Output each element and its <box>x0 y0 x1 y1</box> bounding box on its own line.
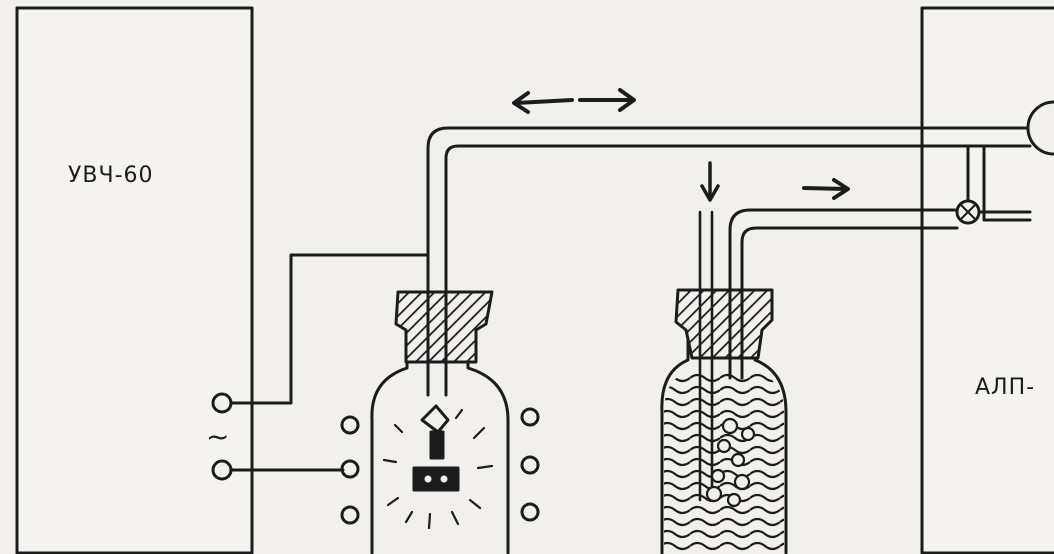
generator-box <box>15 6 254 554</box>
sample-stem <box>429 430 445 460</box>
valve-branch <box>966 144 1032 222</box>
right-bottle <box>660 332 788 554</box>
down-arrow-icon <box>700 161 720 202</box>
left-bottle <box>370 332 510 554</box>
plasma-glow-rays <box>382 408 494 530</box>
liquid <box>664 370 784 553</box>
wire-upper <box>229 253 428 405</box>
outlet-tube <box>728 208 959 380</box>
gas-pipe <box>426 126 1032 397</box>
generator-terminal-upper <box>211 392 233 414</box>
generator-terminal-lower <box>211 459 233 481</box>
inlet-tube <box>698 210 714 502</box>
gas-bubbles <box>705 417 756 508</box>
generator-label: УВЧ-60 <box>68 163 154 188</box>
sample-holder <box>420 404 450 434</box>
analyzer-box <box>920 6 1054 554</box>
left-stopper <box>394 290 494 364</box>
gauge-icon <box>1026 100 1054 156</box>
right-stopper <box>674 288 774 360</box>
induction-coil <box>340 407 540 525</box>
sample-disk <box>412 466 460 492</box>
right-arrow-icon <box>802 178 850 200</box>
ac-symbol: ~ <box>206 420 231 453</box>
analyzer-label: АЛП- <box>975 375 1036 400</box>
double-arrow-icon <box>512 88 636 114</box>
